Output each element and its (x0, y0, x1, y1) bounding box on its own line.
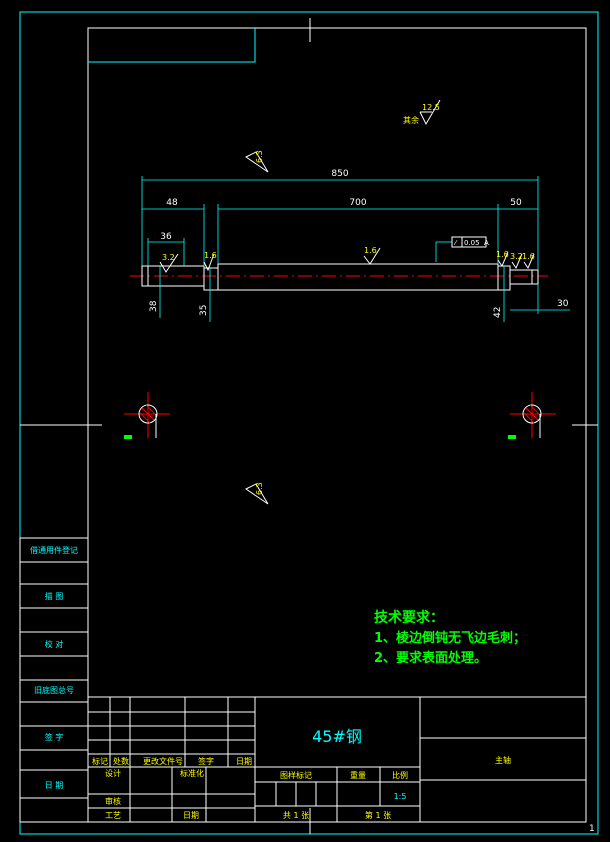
roughness-top-value: 6.3 (255, 150, 264, 163)
tb-col-date: 日期 (236, 757, 252, 766)
dim-right-section: 50 (510, 198, 522, 208)
technical-requirements: 技术要求： 1、棱边倒钝无飞边毛刺； 2、要求表面处理。 (374, 609, 526, 666)
dimension-lines: 850 48 700 50 36 38 35 42 30 (141, 169, 570, 322)
tb-col-file: 更改文件号 (143, 756, 183, 766)
tolerance-symbol: ⁄ (453, 239, 458, 247)
shaft-roughness-marks: 3.2 1.6 1.6 1.6 3.2 1.6 (159, 246, 535, 273)
tolerance-value: 0.05 (464, 239, 480, 247)
general-roughness-label: 其余 (403, 115, 419, 125)
side-row6: 日 期 (45, 781, 64, 790)
dim-dia-left: 38 (149, 300, 159, 312)
tb-total-sheets: 共 1 张 (283, 811, 309, 820)
dim-left-keyway: 36 (160, 232, 172, 242)
side-table: 借通用件登记 描 图 校 对 旧底图总号 签 字 日 期 (19, 537, 89, 823)
roughness-mark-bottom: 6.3 (245, 482, 269, 505)
tb-material: 45#钢 (312, 727, 362, 746)
tb-part-name: 主轴 (495, 755, 511, 765)
side-row1: 借通用件登记 (30, 545, 78, 555)
dim-dia-left-shoulder: 35 (199, 305, 209, 316)
tb-sheet-no: 第 1 张 (365, 810, 391, 820)
tb-weight: 重量 (350, 770, 366, 780)
tb-col-count: 处数 (113, 756, 129, 766)
shaft-right-end (509, 269, 539, 285)
inner-frame (87, 27, 587, 823)
tb-review: 审核 (105, 796, 121, 806)
dim-middle-section: 700 (349, 198, 366, 208)
tb-stage-mark: 图样标记 (280, 770, 312, 780)
tb-process: 工艺 (105, 811, 121, 820)
shaft-left-shoulder (203, 267, 219, 291)
shaft-drawing (130, 263, 548, 291)
page-number: 1 (589, 824, 595, 834)
tech-req-title: 技术要求： (374, 609, 444, 626)
tb-col-mark: 标记 (92, 756, 108, 766)
dim-dia-right-shoulder: 42 (493, 307, 503, 318)
side-row3: 校 对 (45, 639, 64, 649)
rough-right-c: 1.6 (522, 252, 535, 261)
tolerance-frame: ⁄ 0.05 A (435, 236, 489, 262)
tech-req-line1: 1、棱边倒钝无飞边毛刺； (374, 630, 526, 646)
rough-shoulder-left: 1.6 (204, 251, 217, 260)
side-row5: 签 字 (45, 732, 64, 742)
rough-right-b: 3.2 (510, 252, 523, 261)
rough-right-a: 1.6 (496, 250, 509, 259)
rough-middle: 1.6 (364, 246, 377, 255)
tolerance-datum: A (484, 239, 489, 247)
general-roughness: 其余 12.5 (403, 99, 441, 126)
roughness-mark-top: 6.3 (245, 150, 269, 173)
tb-scale-value: 1:5 (394, 792, 407, 801)
section-view-right (508, 392, 556, 439)
outer-frame (19, 11, 599, 835)
tb-date: 日期 (183, 811, 199, 820)
dim-left-section: 48 (166, 198, 178, 208)
side-row4: 旧底图总号 (34, 685, 74, 695)
dim-right-end: 30 (557, 299, 569, 309)
shaft-main-body (217, 263, 499, 291)
general-roughness-value: 12.5 (422, 103, 440, 112)
tech-req-line2: 2、要求表面处理。 (374, 650, 487, 666)
side-row2: 描 图 (45, 591, 64, 601)
rough-keyway: 3.2 (162, 253, 175, 262)
roughness-bottom-value: 6.3 (255, 482, 264, 495)
dim-overall: 850 (331, 169, 348, 179)
top-left-box (88, 28, 256, 63)
tb-scale: 比例 (392, 770, 408, 780)
tb-col-sign: 签字 (198, 756, 214, 766)
tb-standardization: 标准化 (180, 768, 204, 778)
title-block: 标记 处数 更改文件号 签字 日期 设计 标准化 审核 工艺 日期 45#钢 图… (87, 696, 587, 823)
tb-design: 设计 (105, 768, 121, 778)
section-view-left (124, 392, 170, 439)
